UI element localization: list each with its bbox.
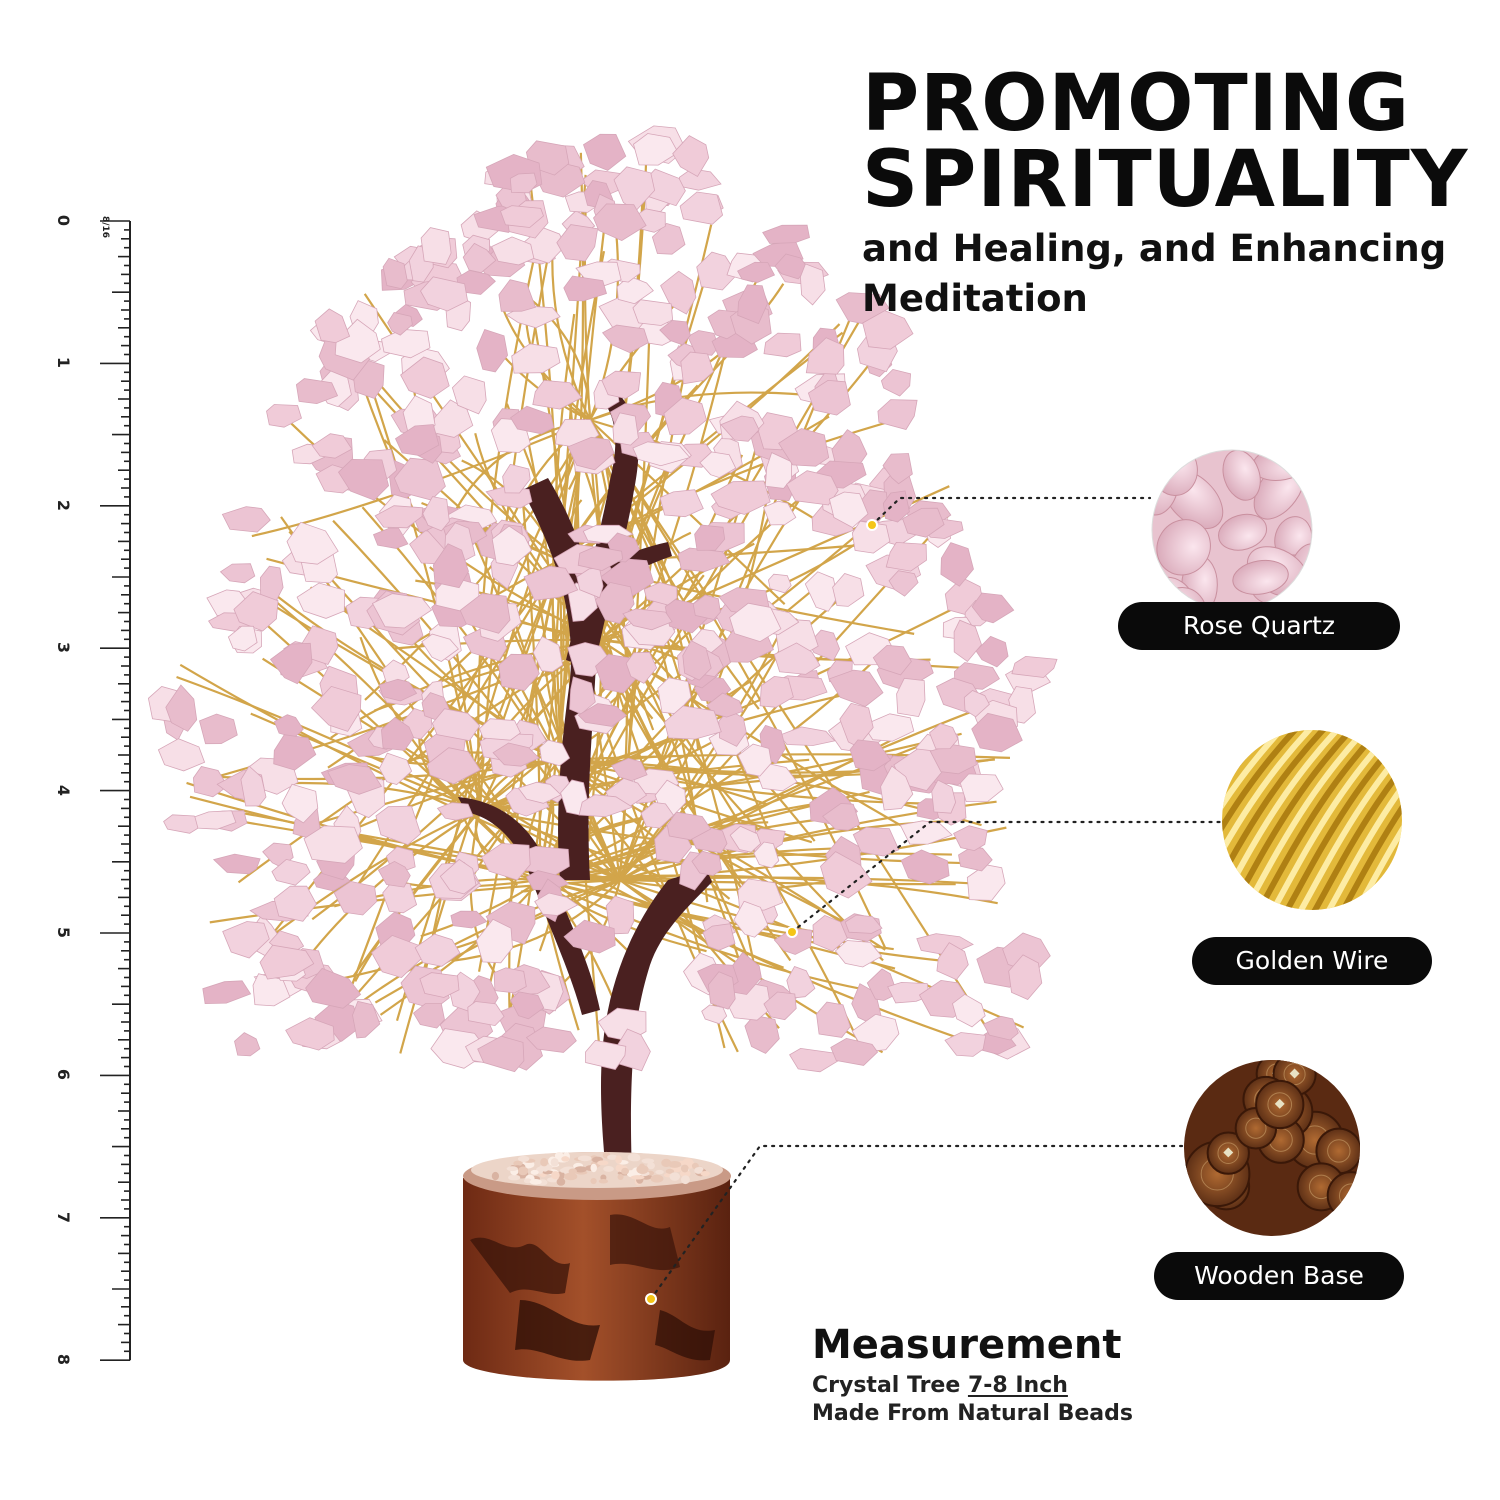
ruler-label: 1 (54, 357, 74, 369)
measurement-block: Measurement Crystal Tree 7-8 Inch Made F… (812, 1318, 1133, 1428)
ruler-label: 3 (54, 642, 74, 654)
ruler (100, 220, 131, 1361)
golden-wire-icon (1222, 730, 1402, 910)
ruler-label: 4 (54, 784, 74, 796)
leader-dots (645, 519, 878, 1305)
ruler-label: 7 (54, 1211, 74, 1223)
ruler-label: 8 (54, 1354, 74, 1366)
measurement-size: 7-8 Inch (967, 1373, 1068, 1398)
feature-label-golden-wire: Golden Wire (1192, 937, 1432, 985)
ruler-fraction-label: 8/16 (100, 215, 111, 239)
quartz-chips (491, 1151, 710, 1186)
ruler-label: 0 (54, 214, 74, 227)
wooden-base-icon (1184, 1060, 1360, 1236)
headline-line-2: SPIRITUALITY (862, 135, 1469, 225)
measurement-line-2: Made From Natural Beads (812, 1401, 1133, 1426)
rose-quartz-beads (147, 125, 1058, 1073)
tree-trunk (458, 395, 712, 1175)
wooden-base (463, 1152, 731, 1381)
rose-quartz-icon (1151, 449, 1313, 611)
feature-label-rose-quartz: Rose Quartz (1118, 602, 1400, 650)
headline: PROMOTING SPIRITUALITY and Healing, and … (862, 59, 1469, 324)
ruler-label: 6 (54, 1069, 74, 1081)
headline-line-4: Meditation (862, 277, 1088, 320)
measurement-title: Measurement (812, 1322, 1122, 1368)
headline-line-1: PROMOTING (862, 59, 1410, 149)
headline-line-3: and Healing, and Enhancing (862, 227, 1447, 270)
measurement-prefix: Crystal Tree (812, 1373, 968, 1398)
measurement-line-1: Crystal Tree 7-8 Inch (812, 1372, 1133, 1400)
ruler-label: 2 (54, 499, 74, 511)
ruler-label: 5 (54, 926, 74, 939)
feature-label-wooden-base: Wooden Base (1154, 1252, 1404, 1300)
leader-lines (649, 496, 1224, 1301)
